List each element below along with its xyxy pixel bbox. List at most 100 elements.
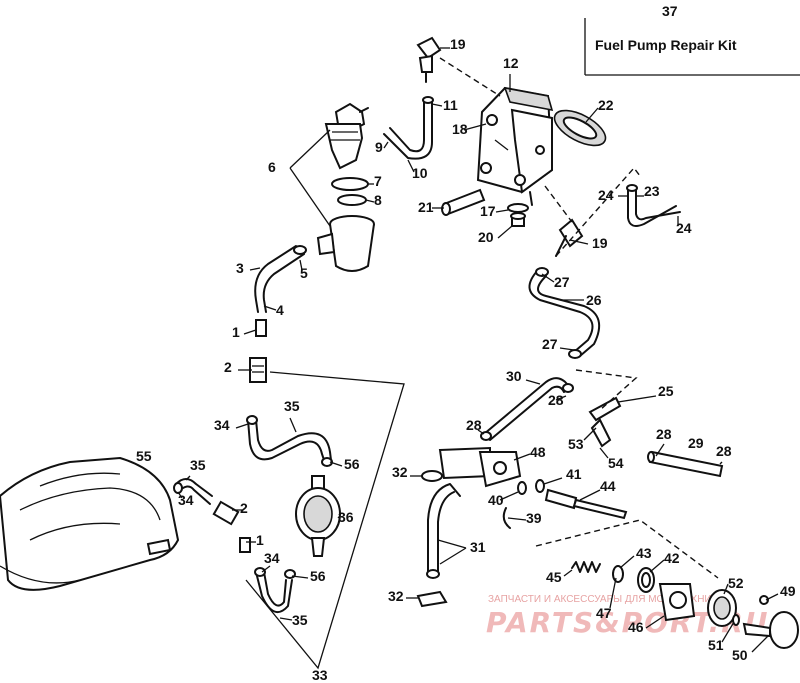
callout-leader-line [609, 577, 617, 609]
callout-label: 11 [443, 97, 458, 113]
part-o-rings-7-8 [331, 177, 369, 206]
callout-leader-line [617, 395, 657, 403]
callout-leader-line [721, 621, 735, 643]
callout-leader-line [463, 123, 487, 131]
part-tee-fitting-25 [588, 396, 622, 448]
part-knob-50 [742, 611, 799, 649]
callout-label: 50 [732, 647, 748, 663]
callout-leader-line [495, 209, 509, 213]
callout-leader-line [751, 635, 769, 653]
callout-leader-line [279, 617, 293, 621]
callout-leader-line [185, 475, 191, 481]
callout-leader-line [599, 447, 609, 459]
callout-label: 27 [554, 274, 570, 290]
callout-label: 32 [388, 588, 404, 604]
watermark-tagline: ЗАПЧАСТИ И АКСЕССУАРЫ ДЛЯ МОТОТЕХНИКИ [488, 594, 725, 605]
part-clamp-32-upper [421, 470, 443, 482]
callout-label: 18 [452, 121, 468, 137]
callout-label: 2 [224, 359, 232, 375]
callout-label: 30 [506, 368, 522, 384]
repair-kit-box: 37 Fuel Pump Repair Kit [584, 3, 800, 76]
part-clamp-32-lower [416, 590, 448, 608]
callout-label: 20 [478, 229, 494, 245]
callout-label: 28 [466, 417, 482, 433]
callout-leader-line [299, 259, 303, 271]
callout-label: 35 [292, 612, 308, 628]
callout-leader-line [645, 615, 665, 629]
callout-label: 24 [676, 220, 692, 236]
callout-leader-line [507, 517, 527, 521]
part-filter-bowl-6 [316, 215, 375, 272]
part-clip-39 [502, 507, 511, 529]
callout-leader-line [579, 489, 601, 501]
callout-leader-line [291, 575, 309, 579]
callout-label: 27 [542, 336, 558, 352]
part-hose-29 [647, 450, 724, 478]
callout-label: 19 [592, 235, 608, 251]
callout-label: 34 [178, 492, 194, 508]
callout-label: 5 [300, 265, 308, 281]
callout-leader-line [655, 443, 665, 457]
callout-leader-line [649, 559, 665, 573]
part-washer-17 [507, 203, 529, 213]
callout-label: 52 [728, 575, 744, 591]
dashed-leader-lines [439, 57, 719, 579]
callout-leader-line [365, 199, 375, 203]
part-washer-43 [612, 565, 624, 583]
callout-label: 45 [546, 569, 562, 585]
callout-leader-line [719, 461, 723, 465]
callout-leader-line [569, 239, 589, 245]
callout-label: 7 [374, 173, 382, 189]
callout-label: 56 [310, 568, 326, 584]
part-hose-30 [480, 377, 574, 441]
callout-label: 31 [470, 539, 486, 555]
callout-leader-line [497, 225, 513, 239]
callout-label: 53 [568, 436, 584, 452]
callout-label: 1 [256, 532, 264, 548]
callout-label: 9 [375, 139, 383, 155]
callout-leader-line [585, 107, 599, 123]
primer-group-bracket [245, 371, 405, 670]
callout-leader-line [261, 565, 271, 573]
part-bolt-21 [441, 188, 486, 216]
callout-label: 3 [236, 260, 244, 276]
callout-label: 39 [526, 510, 542, 526]
callout-label: 34 [214, 417, 230, 433]
part-ring-42 [637, 567, 655, 593]
callout-label: 1 [232, 324, 240, 340]
callout-label: 55 [136, 448, 152, 464]
callout-label: 24 [598, 187, 614, 203]
callout-leader-line [329, 461, 343, 467]
part-connector-1-2-upper [249, 319, 267, 383]
callout-label: 42 [664, 550, 680, 566]
part-spring-45 [571, 561, 601, 573]
callout-label: 2 [240, 500, 248, 516]
part-hose-31 [426, 483, 461, 579]
callout-leader-line [383, 141, 389, 149]
callout-leader-line [555, 395, 567, 401]
callout-label: 33 [312, 667, 328, 683]
part-screw-49 [759, 595, 769, 605]
kit-number: 37 [662, 3, 678, 19]
callout-label: 4 [276, 302, 284, 318]
callout-label: 32 [392, 464, 408, 480]
callout-leader-line [525, 379, 541, 385]
callout-label: 28 [548, 392, 564, 408]
part-fuel-pump-12 [476, 86, 554, 206]
callout-leader-line [235, 423, 249, 429]
callout-label: 22 [598, 97, 614, 113]
callout-leader-line [289, 417, 297, 433]
part-fitting-48 [438, 446, 522, 488]
part-primer-bulb-36 [295, 475, 341, 557]
callout-leader-line [541, 273, 555, 283]
part-valve-rod-44 [544, 488, 628, 520]
part-gasket-22 [553, 109, 607, 147]
callout-label: 44 [600, 478, 616, 494]
part-elbow-fitting-19-mid [555, 218, 584, 257]
callout-leader-line [543, 477, 563, 485]
callout-label: 29 [688, 435, 704, 451]
callout-leader-line [431, 103, 443, 107]
callout-label: 21 [418, 199, 434, 215]
part-tank-cover-55 [0, 456, 180, 591]
callout-leader-line [723, 583, 729, 595]
